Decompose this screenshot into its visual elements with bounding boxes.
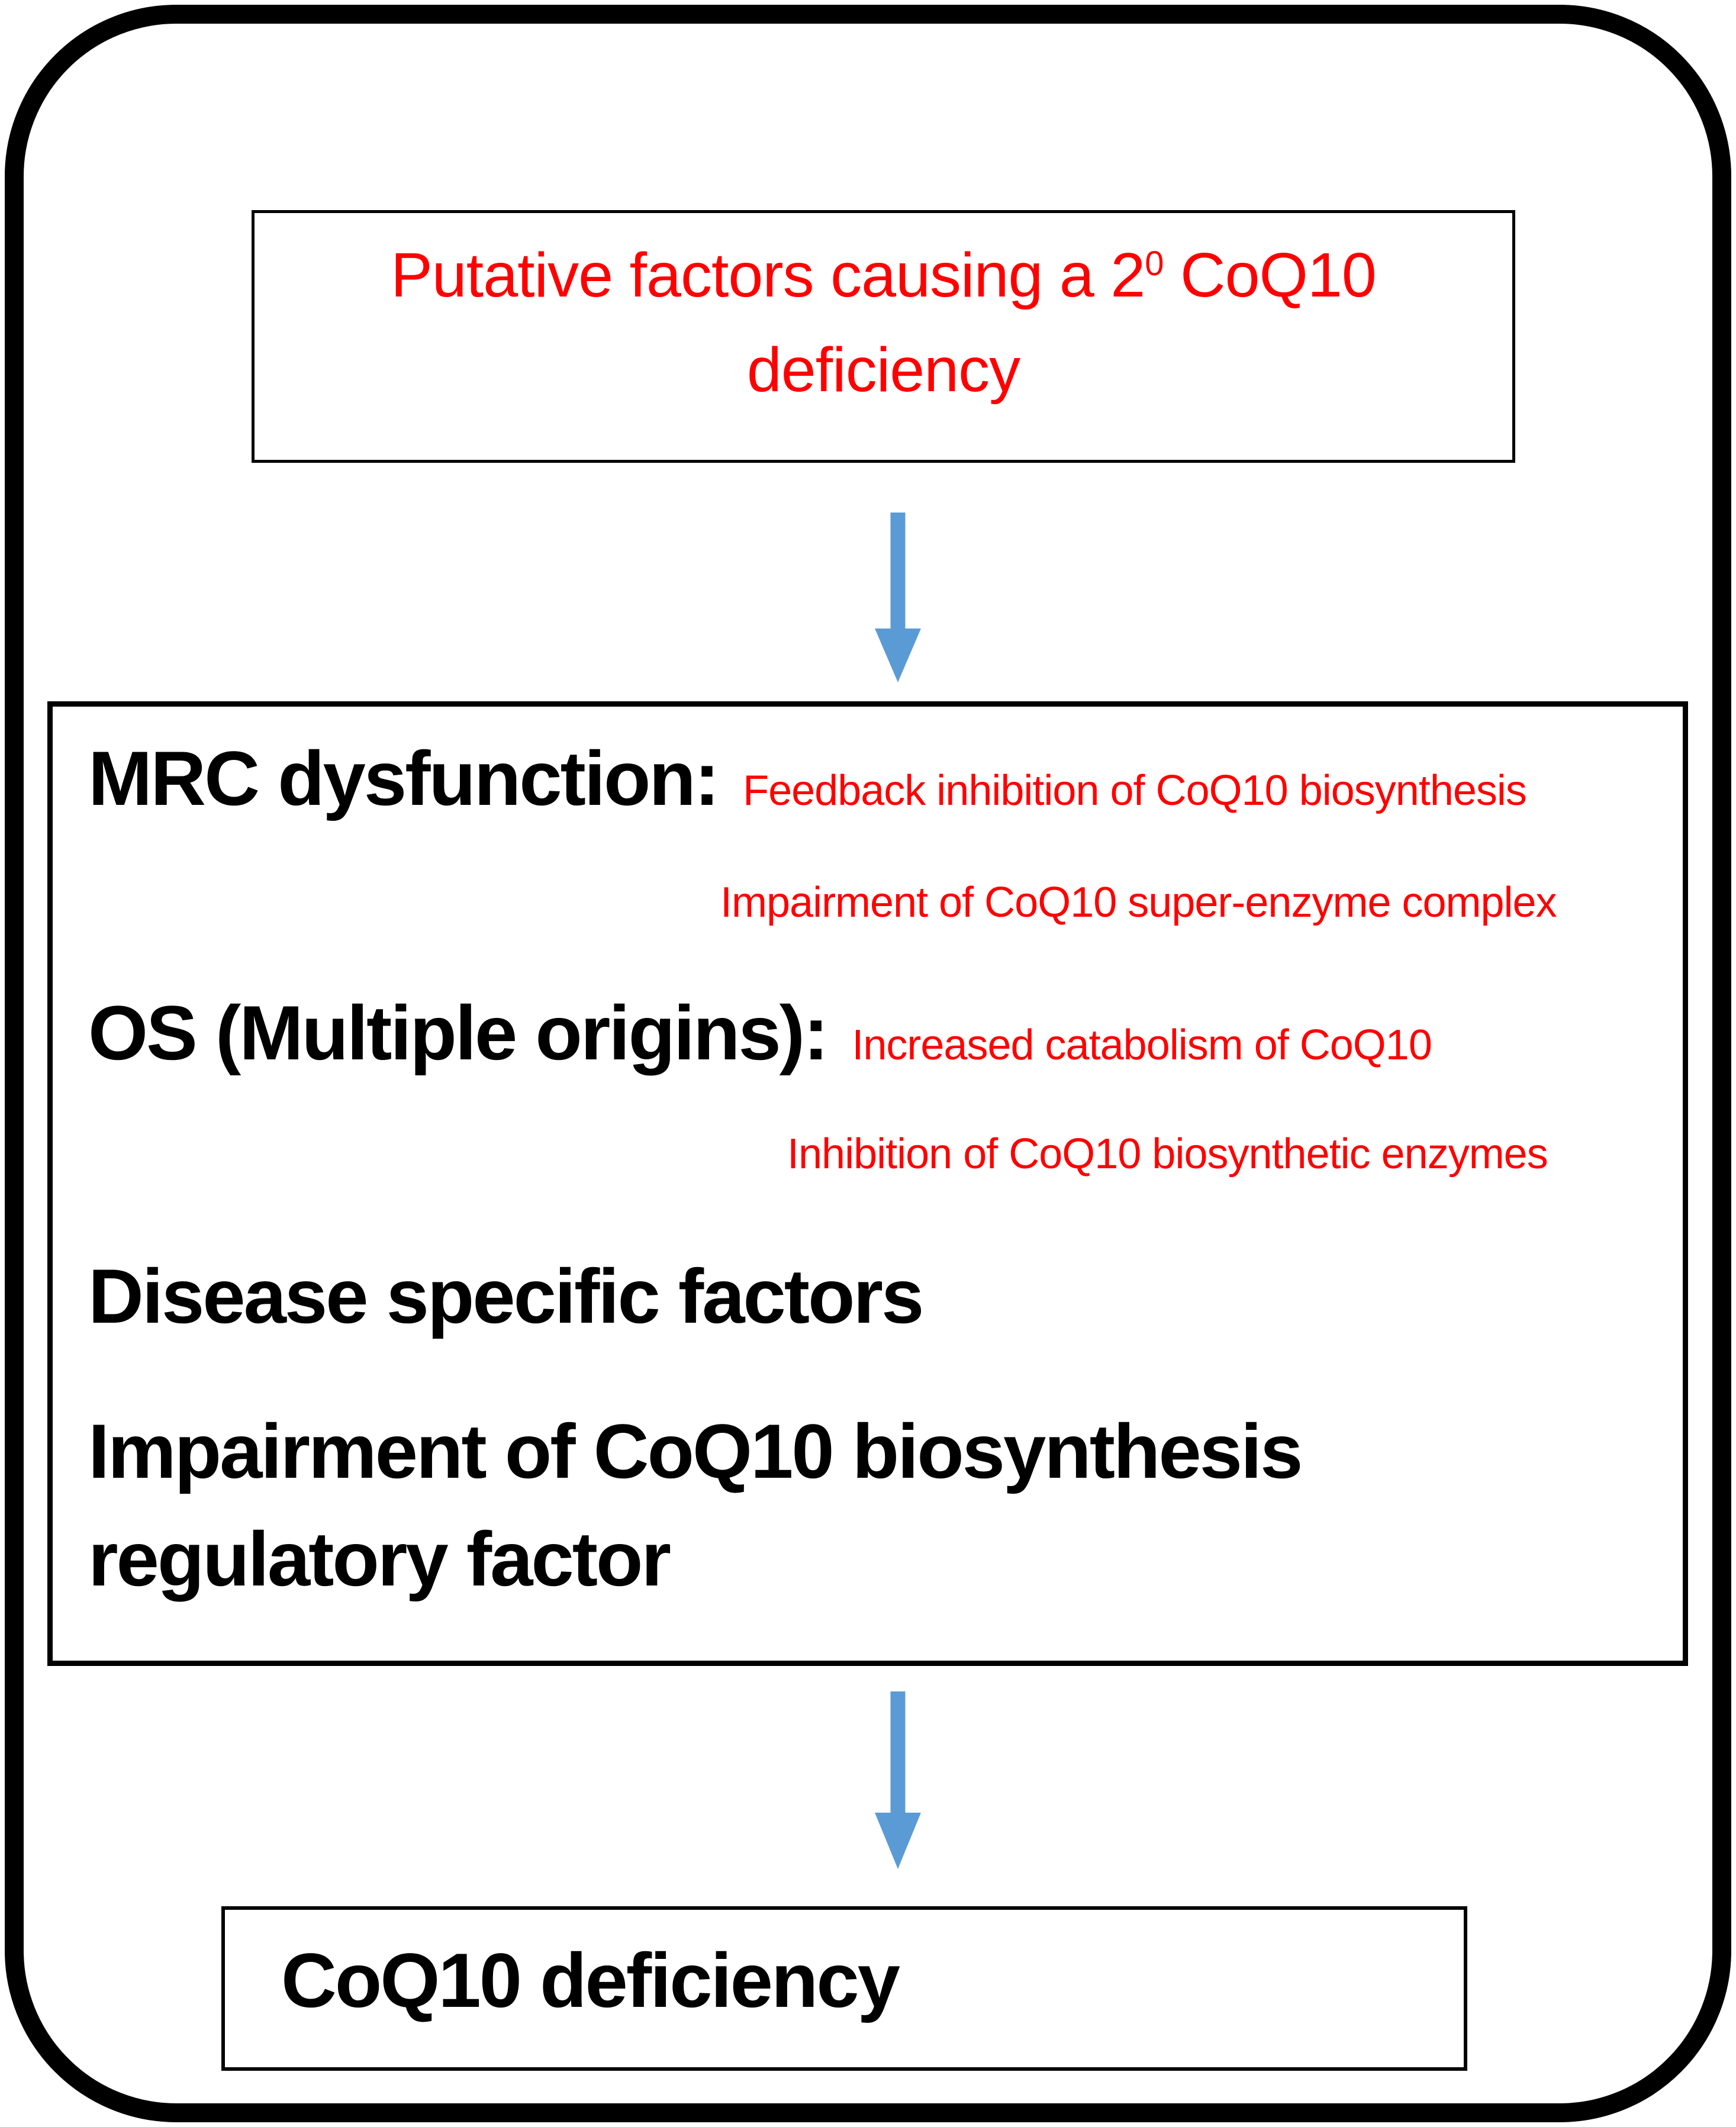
putative-factors-box: Putative factors causing a 20 CoQ10 defi…	[252, 210, 1515, 463]
regulatory-factor-row: regulatory factor	[88, 1514, 671, 1603]
disease-specific-factors-heading: Disease specific factors	[88, 1253, 924, 1339]
outer-rounded-frame	[5, 5, 1731, 2122]
down-arrow-icon	[874, 513, 922, 682]
coq10-deficiency-box: CoQ10 deficiency	[221, 1906, 1467, 2071]
putative-factors-title-line2: deficiency	[746, 335, 1020, 405]
os-multiple-origins-row: OS (Multiple origins): Increased cataboli…	[88, 988, 1432, 1077]
increased-catabolism-detail: Increased catabolism of CoQ10	[852, 1021, 1432, 1069]
regulatory-factor-heading: regulatory factor	[88, 1516, 671, 1602]
impairment-biosynthesis-heading: Impairment of CoQ10 biosynthesis	[88, 1408, 1303, 1494]
down-arrow-icon	[874, 1691, 922, 1869]
title-text-part2: CoQ10	[1163, 240, 1377, 310]
os-multiple-origins-heading: OS (Multiple origins):	[88, 990, 829, 1076]
super-enzyme-row: Impairment of CoQ10 super-enzyme complex	[720, 876, 1557, 929]
coq10-deficiency-label: CoQ10 deficiency	[281, 1937, 900, 2023]
mrc-dysfunction-row: MRC dysfunction: Feedback inhibition of C…	[88, 734, 1527, 823]
feedback-inhibition-detail: Feedback inhibition of CoQ10 biosynthesi…	[743, 767, 1527, 814]
impairment-biosynthesis-row: Impairment of CoQ10 biosynthesis	[88, 1407, 1303, 1496]
biosynthetic-enzymes-row: Inhibition of CoQ10 biosynthetic enzymes	[787, 1127, 1548, 1181]
factors-detail-box: MRC dysfunction: Feedback inhibition of C…	[47, 701, 1688, 1666]
mrc-dysfunction-heading: MRC dysfunction:	[88, 735, 720, 821]
disease-specific-factors-row: Disease specific factors	[88, 1252, 924, 1340]
biosynthetic-enzymes-detail: Inhibition of CoQ10 biosynthetic enzymes	[787, 1130, 1548, 1178]
putative-factors-title-line1: Putative factors causing a 20 CoQ10	[255, 228, 1512, 323]
title-text-part1: Putative factors causing a 2	[391, 240, 1145, 310]
super-enzyme-detail: Impairment of CoQ10 super-enzyme complex	[720, 879, 1557, 926]
superscript-zero: 0	[1145, 244, 1164, 283]
